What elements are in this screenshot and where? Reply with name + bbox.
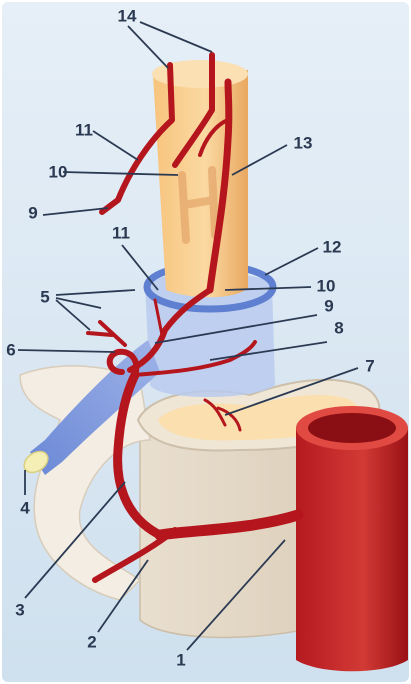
label-2: 2 bbox=[87, 634, 96, 651]
label-9-lower: 9 bbox=[324, 298, 333, 315]
label-14: 14 bbox=[118, 8, 137, 25]
label-10-lower: 10 bbox=[317, 278, 336, 295]
label-3: 3 bbox=[15, 602, 24, 619]
aorta bbox=[296, 428, 408, 671]
aorta-lumen bbox=[308, 413, 396, 443]
spinal-cord bbox=[153, 70, 248, 297]
spinal-cord-top bbox=[152, 60, 248, 88]
label-1: 1 bbox=[176, 652, 185, 669]
label-10-upper: 10 bbox=[49, 164, 68, 181]
label-6: 6 bbox=[6, 342, 15, 359]
label-4: 4 bbox=[20, 500, 29, 517]
label-5: 5 bbox=[40, 289, 49, 306]
label-9-upper: 9 bbox=[28, 205, 37, 222]
label-7: 7 bbox=[365, 358, 374, 375]
label-11-upper: 11 bbox=[75, 122, 93, 139]
label-8: 8 bbox=[334, 320, 343, 337]
label-11-lower: 11 bbox=[112, 225, 130, 242]
label-13: 13 bbox=[294, 135, 313, 152]
label-12: 12 bbox=[323, 239, 342, 256]
